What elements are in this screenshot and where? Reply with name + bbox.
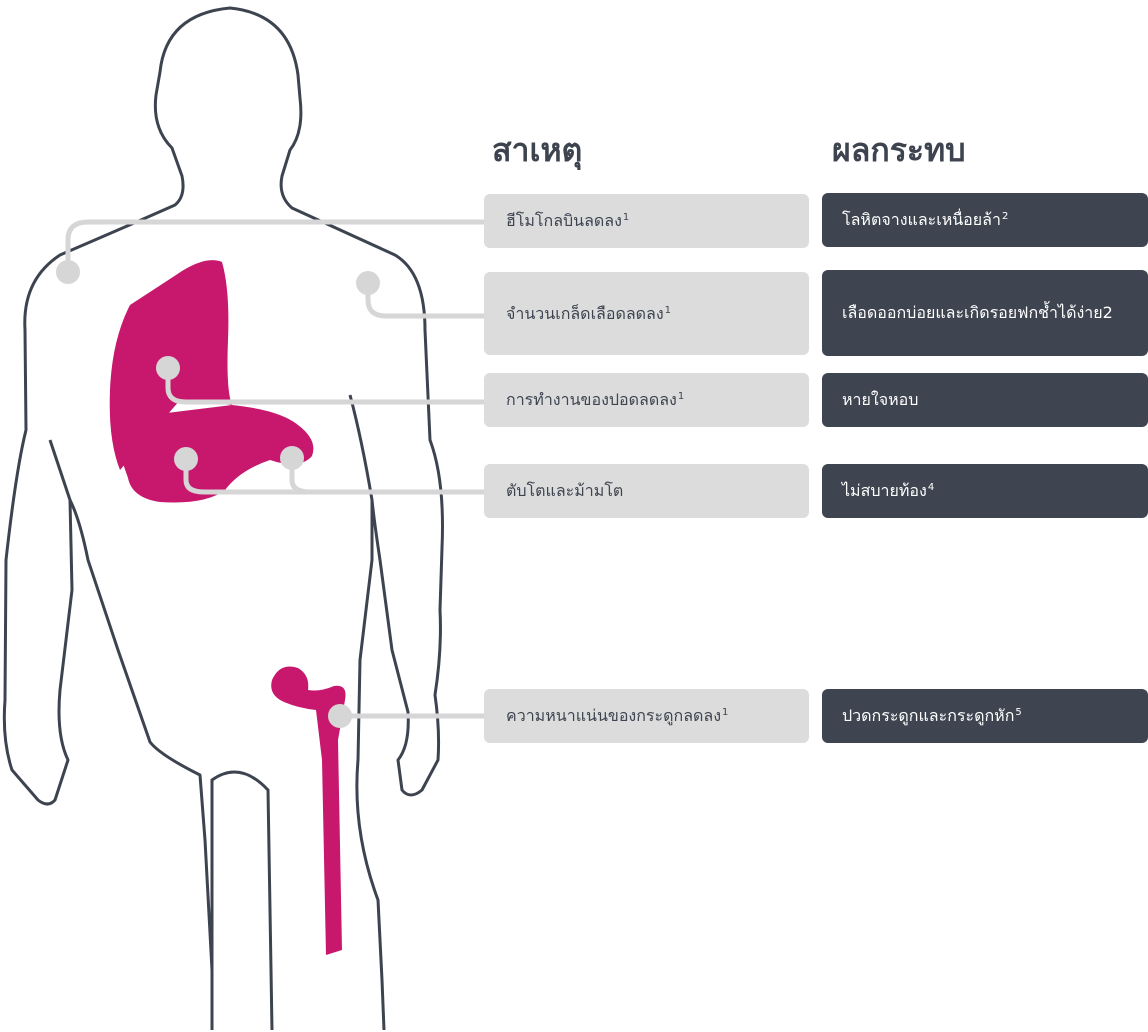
cause-text: ตับโตและม้ามโต [506,481,624,500]
cause-box-liver-spleen: ตับโตและม้ามโต [484,464,809,518]
liver-spleen-shape [110,405,314,503]
cause-text: ฮีโมโกลบินลดลง [506,211,622,230]
right-inner-arm [348,394,374,501]
cause-reference: 1 [722,707,729,718]
cause-reference: 1 [664,304,672,316]
effect-text: ปวดกระดูกและกระดูกหัก [842,706,1015,725]
cause-reference: 1 [622,212,630,223]
marker-lung [156,356,180,380]
effect-reference: 4 [927,482,935,493]
causes-heading: สาเหตุ [492,131,583,169]
effect-text: เลือดออกบ่อยและเกิดรอยฟกช้ำได้ง่าย2 [842,303,1113,322]
effect-text: โลหิตจางและเหนื่อยล้า [842,210,1001,229]
cause-text: การทำงานของปอดลดลง [506,390,677,409]
effect-box-bleeding: เลือดออกบ่อยและเกิดรอยฟกช้ำได้ง่าย2 [822,270,1148,356]
connector-liver [183,456,487,495]
body-outline [2,6,444,1031]
connector-platelets [365,280,487,319]
marker-hemoglobin [56,260,80,284]
cause-reference: 1 [677,391,685,402]
effects-heading: ผลกระทบ [832,131,966,169]
marker-spleen [280,446,304,470]
crotch-line [210,770,274,1031]
connector-hemoglobin [65,219,487,275]
effect-box-breathless: หายใจหอบ [822,373,1148,427]
effect-text: ไม่สบายท้อง [842,481,927,500]
marker-liver [174,447,198,471]
connector-spleen [289,455,313,495]
femur-shape [271,666,346,955]
effect-text: หายใจหอบ [842,390,919,409]
marker-platelets [356,271,380,295]
marker-bone [328,704,352,728]
left-inner-arm [48,439,72,501]
effect-reference: 2 [1001,211,1009,222]
connector-lung [165,365,487,405]
cause-text: จำนวนเกล็ดเลือดลดลง [506,303,664,323]
cause-text: ความหนาแน่นของกระดูกลดลง [506,706,721,725]
effect-reference: 5 [1015,707,1022,718]
